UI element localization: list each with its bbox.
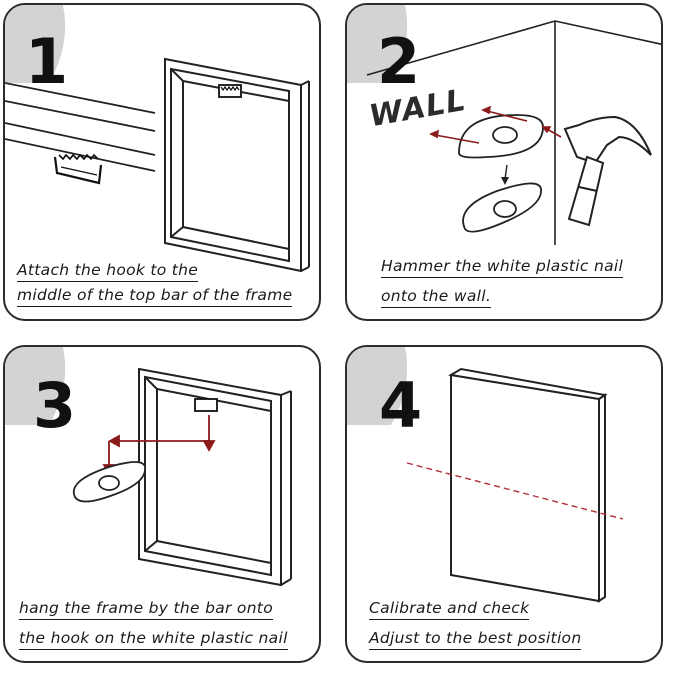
level-guide-line bbox=[406, 462, 624, 520]
step-2-caption-line2: onto the wall. bbox=[381, 287, 492, 308]
step-3-corner-shade bbox=[5, 347, 66, 425]
step-1-corner-shade bbox=[5, 5, 66, 83]
step-1-caption-line1: Attach the hook to the bbox=[17, 261, 199, 282]
down-arrow-line bbox=[504, 164, 508, 180]
picture-frame bbox=[164, 57, 310, 273]
direction-arrows bbox=[429, 105, 562, 144]
step-3-caption-line1: hang the frame by the bar onto bbox=[19, 599, 273, 620]
step-4-corner-shade bbox=[347, 347, 408, 425]
step-3-number: 3 bbox=[33, 369, 77, 442]
step-2-illustration bbox=[347, 5, 661, 245]
frame-hook-icon bbox=[194, 398, 218, 412]
plastic-nail-plate bbox=[72, 461, 146, 503]
step-1-caption-line2: middle of the top bar of the frame bbox=[17, 286, 293, 307]
step-2-corner-shade bbox=[347, 5, 408, 83]
step-2-caption-line1: Hammer the white plastic nail bbox=[381, 257, 624, 278]
plastic-nail-plate bbox=[458, 114, 544, 159]
plastic-nail-plate-front bbox=[462, 182, 542, 233]
frame-hook-icon bbox=[218, 84, 242, 98]
hammer-icon bbox=[563, 115, 652, 227]
step-1-panel: 1 Attach the hook to the middle of the t… bbox=[3, 3, 321, 321]
step-4-number: 4 bbox=[379, 369, 423, 442]
step-3-caption-line2: the hook on the white plastic nail bbox=[19, 629, 288, 650]
step-4-caption-line1: Calibrate and check bbox=[369, 599, 530, 620]
step-2-panel: 2 WALL Hammer the white plastic nail ont… bbox=[345, 3, 663, 321]
step-4-caption-line2: Adjust to the best position bbox=[369, 629, 582, 650]
step-4-illustration bbox=[347, 347, 624, 603]
step-4-panel: 4 Calibrate and check Adjust to the best… bbox=[345, 345, 663, 663]
step-1-illustration bbox=[5, 5, 310, 273]
picture-frame-back bbox=[448, 367, 608, 603]
step-2-number: 2 bbox=[377, 25, 421, 98]
step-3-panel: 3 hang the frame by the bar onto the hoo… bbox=[3, 345, 321, 663]
down-arrow-head bbox=[501, 177, 509, 185]
step-3-illustration bbox=[5, 347, 292, 587]
step-1-number: 1 bbox=[25, 25, 69, 98]
sawtooth-hook-icon bbox=[53, 153, 103, 185]
picture-frame bbox=[138, 367, 292, 587]
